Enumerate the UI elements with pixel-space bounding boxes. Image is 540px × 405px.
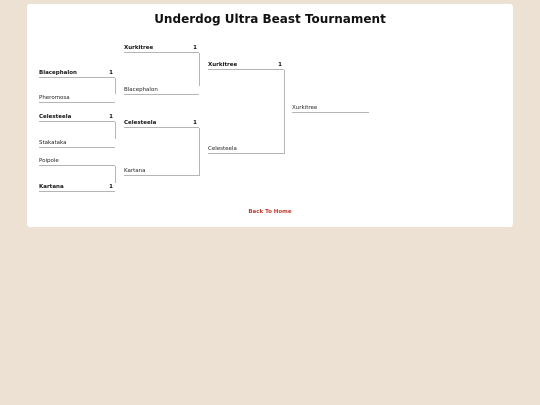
bracket-slot-r2-3: Celesteela 1 bbox=[124, 118, 199, 128]
team-name: Stakataka bbox=[39, 140, 67, 146]
page-title: Underdog Ultra Beast Tournament bbox=[154, 12, 386, 26]
team-score: 1 bbox=[193, 120, 197, 126]
connector-r2-a bbox=[199, 53, 200, 86]
team-score: 1 bbox=[278, 62, 282, 68]
team-score: 1 bbox=[109, 114, 113, 120]
team-name: Pheromosa bbox=[39, 95, 70, 101]
connector-r2-b bbox=[199, 128, 200, 176]
team-name: Celesteela bbox=[124, 120, 157, 126]
bracket-slot-r2-4: Kartana bbox=[124, 166, 199, 176]
bracket-panel: Underdog Ultra Beast Tournament Blacepha… bbox=[27, 4, 513, 227]
connector-r1-a bbox=[115, 78, 116, 94]
bracket-slot-r1-5: Poipole bbox=[39, 156, 115, 166]
bracket-slot-champion: Xurkitree bbox=[292, 103, 369, 113]
bracket-slot-r1-1: Blacephalon 1 bbox=[39, 68, 115, 78]
bracket-slot-r1-4: Stakataka bbox=[39, 138, 115, 148]
team-score: 1 bbox=[109, 70, 113, 76]
team-name: Celesteela bbox=[39, 114, 72, 120]
champion-name: Xurkitree bbox=[292, 105, 318, 111]
connector-r3 bbox=[284, 70, 285, 154]
bracket-slot-r2-1: Xurkitree 1 bbox=[124, 43, 199, 53]
team-name: Blacephalon bbox=[39, 70, 77, 76]
team-name: Poipole bbox=[39, 158, 59, 164]
team-name: Blacephalon bbox=[124, 87, 158, 93]
team-name: Xurkitree bbox=[208, 62, 238, 68]
bracket-slot-r1-6: Kartana 1 bbox=[39, 182, 115, 192]
bracket-slot-r1-2: Pheromosa bbox=[39, 93, 115, 103]
connector-r1-b bbox=[115, 122, 116, 139]
team-score: 1 bbox=[193, 45, 197, 51]
bracket-slot-r3-2: Celesteela bbox=[208, 144, 284, 154]
bracket-slot-r1-3: Celesteela 1 bbox=[39, 112, 115, 122]
team-name: Kartana bbox=[39, 184, 64, 190]
team-name: Celesteela bbox=[208, 146, 237, 152]
team-name: Kartana bbox=[124, 168, 146, 174]
team-score: 1 bbox=[109, 184, 113, 190]
team-name: Xurkitree bbox=[124, 45, 154, 51]
bracket-slot-r2-2: Blacephalon bbox=[124, 85, 199, 95]
back-to-home-link[interactable]: Back To Home bbox=[248, 209, 292, 215]
bracket-slot-r3-1: Xurkitree 1 bbox=[208, 60, 284, 70]
connector-r1-c bbox=[115, 166, 116, 183]
